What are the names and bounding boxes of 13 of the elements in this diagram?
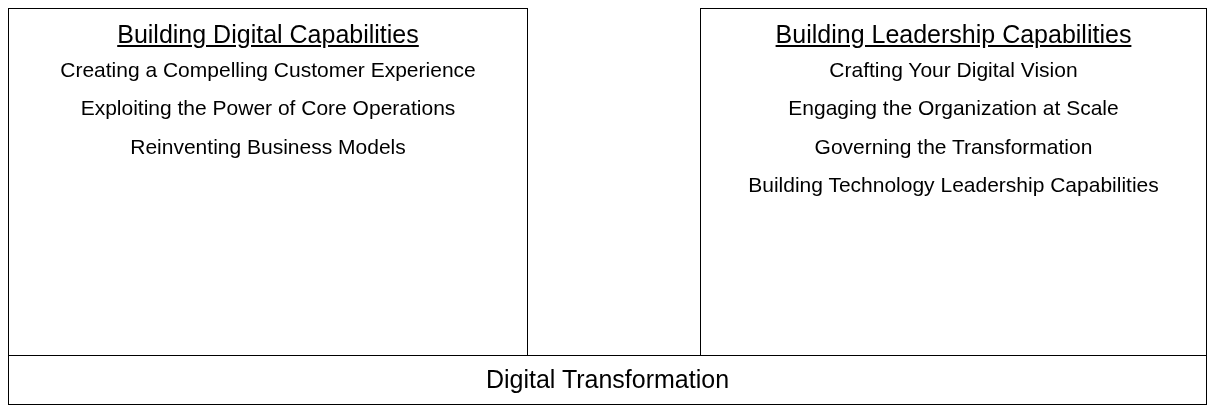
base-bar bbox=[8, 355, 1207, 405]
capability-text: Crafting Your Digital Vision bbox=[828, 57, 1079, 83]
capability-text: Governing the Transformation bbox=[813, 133, 1094, 160]
panel-box bbox=[700, 8, 1207, 356]
capability-text: Building Technology Leadership Capabilities bbox=[747, 171, 1160, 198]
bar-label: Digital Transformation bbox=[485, 365, 730, 393]
capability-text: Reinventing Business Models bbox=[129, 133, 407, 160]
capability-text: Engaging the Organization at Scale bbox=[787, 95, 1120, 122]
section-heading: Building Digital Capabilities bbox=[117, 19, 419, 49]
capability-text: Creating a Compelling Customer Experience bbox=[59, 57, 477, 83]
capability-text: Exploiting the Power of Core Operations bbox=[79, 95, 457, 122]
panel-box bbox=[8, 8, 528, 356]
section-heading: Building Leadership Capabilities bbox=[775, 19, 1132, 49]
